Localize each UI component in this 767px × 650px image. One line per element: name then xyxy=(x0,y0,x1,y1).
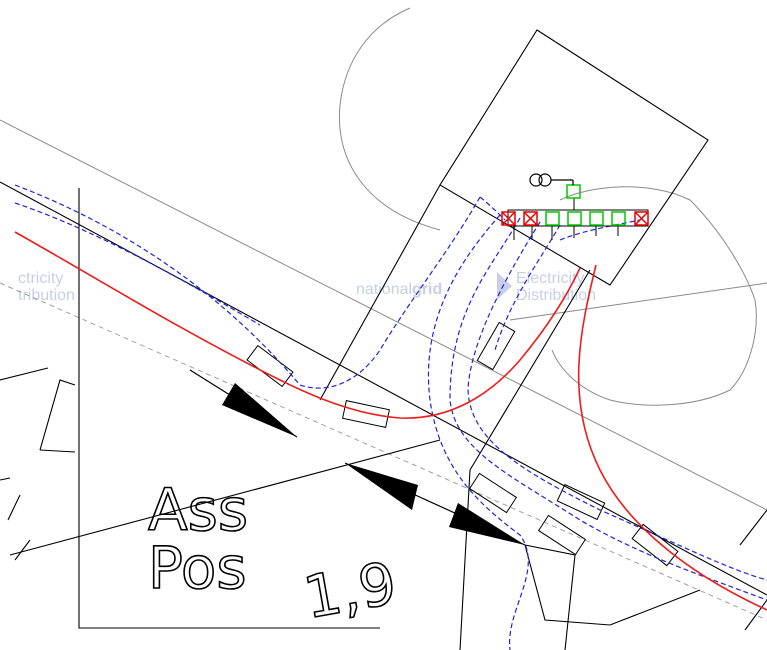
duct-marker xyxy=(556,483,606,521)
switch-green-box xyxy=(611,211,626,226)
black-diagonal-line xyxy=(9,439,441,556)
red-cable-branch xyxy=(577,264,767,611)
black-frame xyxy=(78,188,380,629)
building-extension-right xyxy=(469,269,591,471)
watermark-brand: nationalgrid xyxy=(356,281,442,298)
blue-dashed-cables xyxy=(14,184,767,650)
right-edge-mark-2 xyxy=(744,599,767,631)
blue-cable xyxy=(14,202,261,326)
grey-arc-right xyxy=(551,186,757,406)
dimension-arrow-head-end xyxy=(449,503,525,545)
blue-cable xyxy=(559,219,641,241)
left-mark-2 xyxy=(14,539,31,561)
duct-marker xyxy=(476,321,516,371)
watermark-left-line2: tribution xyxy=(18,287,75,304)
fuse-red-box xyxy=(634,211,649,226)
blue-cable xyxy=(494,224,561,351)
label-line2: Pos xyxy=(148,534,247,602)
fuse-board xyxy=(501,173,649,240)
watermark-arrow-icon xyxy=(497,272,512,300)
switch-green-box xyxy=(567,211,582,226)
grey-road-edge xyxy=(0,119,767,511)
watermark-right-line1: Electricity xyxy=(516,270,584,287)
red-cable-main xyxy=(14,231,581,419)
switch-green-box xyxy=(589,211,604,226)
duct-marker xyxy=(537,514,587,556)
duct-marker xyxy=(631,523,679,567)
trench-bottom xyxy=(524,544,701,626)
left-tick-2 xyxy=(0,477,11,481)
duct-markers xyxy=(246,321,679,567)
blue-cable xyxy=(427,214,529,650)
left-tick-1 xyxy=(0,367,49,381)
switch-green-boxes xyxy=(545,184,626,226)
trench-left xyxy=(459,469,471,650)
dimension-arrow-head-start xyxy=(345,463,418,510)
grey-line-right xyxy=(509,282,767,321)
building-outline xyxy=(439,29,709,286)
red-cables xyxy=(14,231,767,611)
duct-marker xyxy=(342,400,390,428)
right-edge-mark-1 xyxy=(739,509,767,546)
fuse-red-box xyxy=(523,211,538,226)
blue-cable xyxy=(449,217,767,601)
fuse-board-drops xyxy=(513,198,619,240)
left-bracket-base xyxy=(39,449,76,453)
fuse-red-box xyxy=(501,211,516,226)
watermark-left-line1: ctricity xyxy=(18,270,63,287)
watermark-brand-bold: grid xyxy=(412,281,442,298)
duct-marker xyxy=(246,344,294,388)
trench-right xyxy=(524,544,576,650)
label-line1: Ass xyxy=(148,476,248,544)
duct-marker xyxy=(468,472,518,514)
watermark-brand-light: national xyxy=(356,281,412,298)
cad-labels: Ass Pos 1,9 xyxy=(147,475,402,632)
fuse-red-boxes xyxy=(501,211,649,226)
building-extension-left xyxy=(319,184,441,401)
left-mark-1 xyxy=(7,494,21,521)
transformer-icon xyxy=(529,173,574,187)
blue-cable xyxy=(467,221,767,581)
watermark-right-line2: Distribution xyxy=(516,287,596,304)
blue-cable xyxy=(479,196,506,221)
watermark: ctricity tribution nationalgrid Electric… xyxy=(18,270,596,304)
grey-boundaries xyxy=(0,7,767,511)
switch-green-box xyxy=(545,211,560,226)
arrows xyxy=(189,369,526,546)
arrow-head xyxy=(222,383,297,437)
label-number: 1,9 xyxy=(299,549,402,632)
blue-cable xyxy=(14,184,481,389)
grey-arc-upper xyxy=(338,7,441,231)
dashed-reference-line xyxy=(0,282,767,621)
left-bracket xyxy=(39,379,76,451)
